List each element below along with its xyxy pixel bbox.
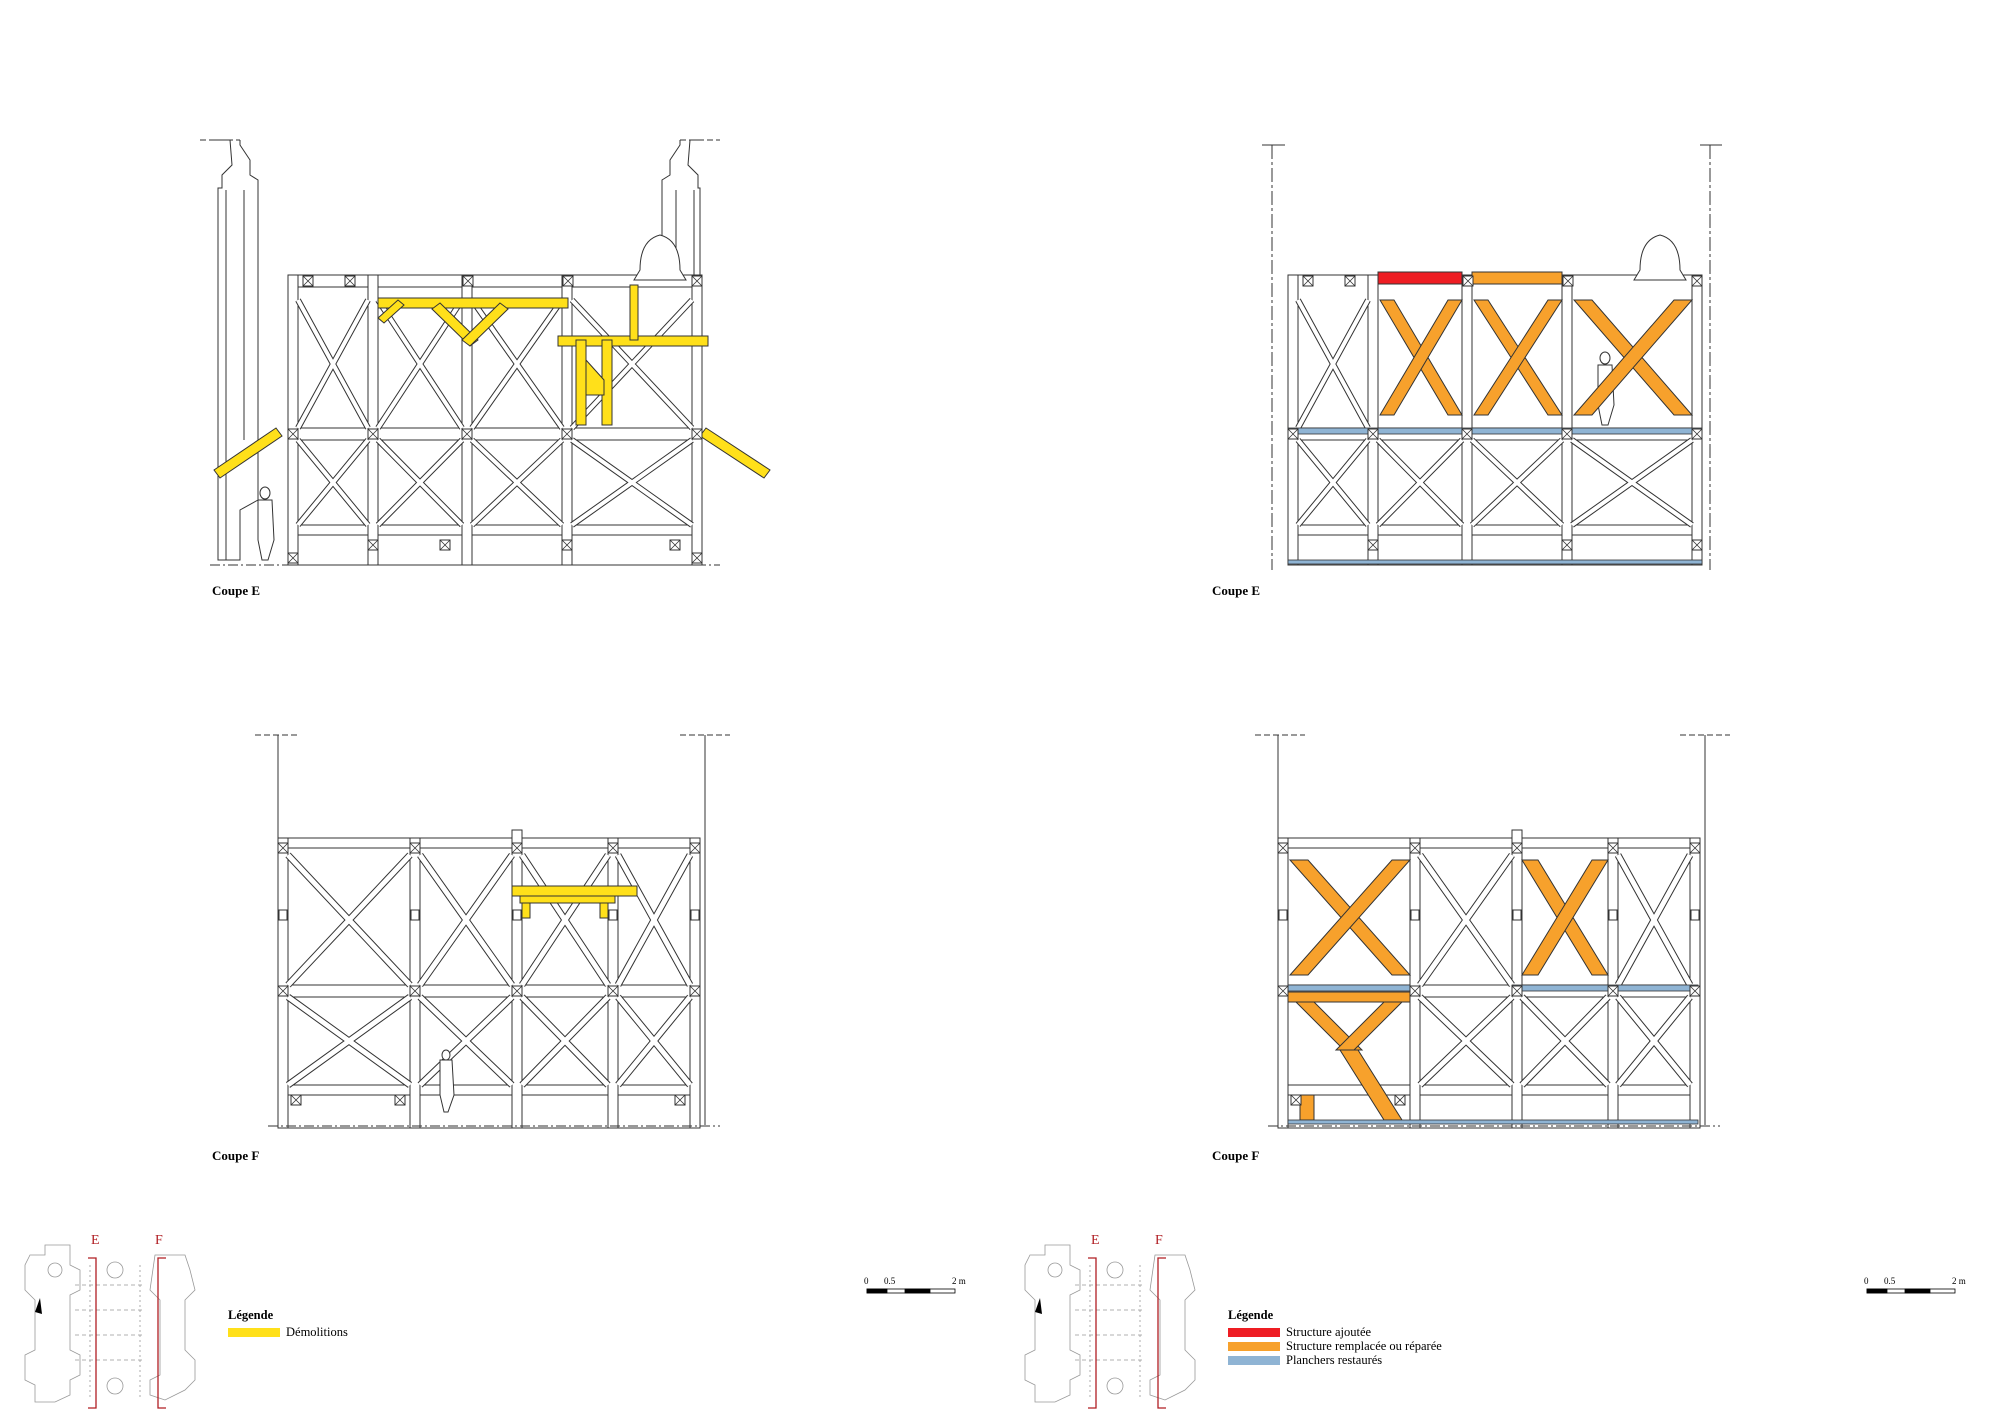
legend-label-replaced: Structure remplacée ou réparée xyxy=(1286,1338,1442,1353)
legend-left-title: Légende xyxy=(228,1308,274,1322)
scale-bar-left xyxy=(866,1288,956,1294)
legend-right-item-replaced: Structure remplacée ou réparée xyxy=(1228,1339,1442,1353)
section-label-f-left: Coupe F xyxy=(212,1148,260,1163)
legend-swatch-replaced xyxy=(1228,1341,1280,1351)
section-e-right xyxy=(1262,144,1722,570)
north-arrow-left xyxy=(35,1298,42,1314)
section-e-left xyxy=(200,139,720,566)
legend-swatch-floors xyxy=(1228,1355,1280,1365)
legend-swatch-demolitions xyxy=(228,1327,280,1337)
legend-left-item-demolitions: Démolitions xyxy=(228,1325,348,1339)
added-e-right xyxy=(1377,271,1463,285)
plan-right-cut-f: F xyxy=(1155,1233,1163,1248)
scale-right-tick-05: 0.5 xyxy=(1884,1276,1896,1286)
scale-left-tick-05: 0.5 xyxy=(884,1276,896,1286)
plan-left-cuts xyxy=(88,1257,166,1409)
plan-right-cut-e: E xyxy=(1091,1233,1100,1248)
legend-label-floors: Planchers restaurés xyxy=(1286,1352,1383,1367)
section-label-e-right: Coupe E xyxy=(1212,583,1261,598)
plan-right xyxy=(1024,1244,1196,1403)
legend-right-item-added: Structure ajoutée xyxy=(1228,1325,1442,1339)
scale-bar-right xyxy=(1866,1288,1956,1294)
demolitions-f-left xyxy=(511,885,638,919)
plan-left xyxy=(24,1244,196,1403)
section-f-left xyxy=(255,734,730,1129)
legend-label-added: Structure ajoutée xyxy=(1286,1324,1372,1339)
scale-right-tick-2m: 2 m xyxy=(1952,1276,1966,1286)
scale-left-tick-2m: 2 m xyxy=(952,1276,966,1286)
legend-right-item-floors: Planchers restaurés xyxy=(1228,1353,1442,1367)
section-label-f-right: Coupe F xyxy=(1212,1148,1260,1163)
legend-swatch-added xyxy=(1228,1327,1280,1337)
scale-left-tick-0: 0 xyxy=(864,1276,869,1286)
section-label-e-left: Coupe E xyxy=(212,583,261,598)
legend-right: Légende Structure ajoutée Structure remp… xyxy=(1228,1308,1442,1367)
legend-label-demolitions: Démolitions xyxy=(286,1324,348,1339)
legend-right-title: Légende xyxy=(1228,1308,1274,1322)
replaced-f-right xyxy=(1287,859,1609,1121)
plan-left-cut-e: E xyxy=(91,1233,100,1248)
legend-left: Légende Démolitions xyxy=(228,1308,348,1339)
plan-right-cuts xyxy=(1088,1257,1166,1409)
replaced-e-right xyxy=(1379,271,1694,416)
section-f-right xyxy=(1255,734,1730,1129)
north-arrow-right xyxy=(1035,1298,1042,1314)
plan-left-cut-f: F xyxy=(155,1233,163,1248)
scale-right-tick-0: 0 xyxy=(1864,1276,1869,1286)
demolitions-e-left xyxy=(213,284,771,479)
